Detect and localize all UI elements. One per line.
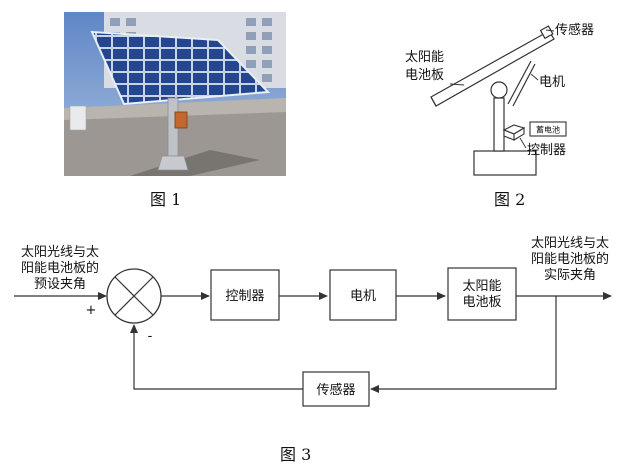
controller-block: [210, 269, 280, 321]
input-label-line1: 太阳光线与太: [21, 245, 99, 260]
battery-box: [529, 121, 567, 137]
figure2-drawing: 蓄电池: [430, 25, 567, 176]
figure1-photo: [64, 12, 286, 176]
control-box: [174, 111, 188, 129]
motor-label: 电机: [539, 75, 565, 90]
mount-base: [473, 150, 537, 176]
panel-label-line1: 太阳能: [405, 50, 444, 65]
figure3-caption: 图 3: [280, 445, 311, 464]
motor-block: [329, 269, 397, 321]
pivot-joint: [490, 81, 508, 99]
feedback-arrow-to-junction: [130, 324, 303, 390]
panel-label-line2: 电池板: [405, 68, 444, 83]
sensor-tip: [539, 25, 554, 40]
panel-block-label-line1: 太阳能: [462, 279, 501, 294]
motor-block-label: 电机: [350, 289, 376, 304]
input-label-line2: 阳能电池板的: [21, 260, 99, 276]
controller-block-label: 控制器: [225, 289, 264, 304]
battery-label: 蓄电池: [536, 125, 560, 135]
sensor-block: [302, 371, 370, 407]
figure2-caption: 图 2: [494, 190, 525, 209]
summing-junction: [106, 268, 162, 324]
output-label-line2: 阳能电池板的: [531, 251, 609, 267]
controller-label: 控制器: [527, 143, 566, 158]
solar-panel-array: [90, 30, 271, 106]
plus-sign: +: [86, 303, 97, 318]
input-label-line3: 预设夹角: [34, 277, 86, 292]
minus-sign: -: [148, 329, 153, 344]
sensor-block-label: 传感器: [316, 382, 355, 398]
output-label-line1: 太阳光线与太: [531, 236, 609, 251]
panel-block-label-line2: 电池板: [462, 295, 501, 310]
sensor-label: 传感器: [555, 22, 594, 38]
solar-panel-block: [447, 267, 517, 321]
figure3-block-diagram: 太阳光线与太 阳能电池板的 预设夹角 + - 控制器 电机 太阳能 电池板 太: [14, 236, 612, 407]
figure1-caption: 图 1: [150, 190, 181, 209]
mount-post: [493, 97, 505, 152]
feedback-arrow-to-sensor: [370, 296, 557, 393]
output-label-line3: 实际夹角: [544, 268, 596, 283]
